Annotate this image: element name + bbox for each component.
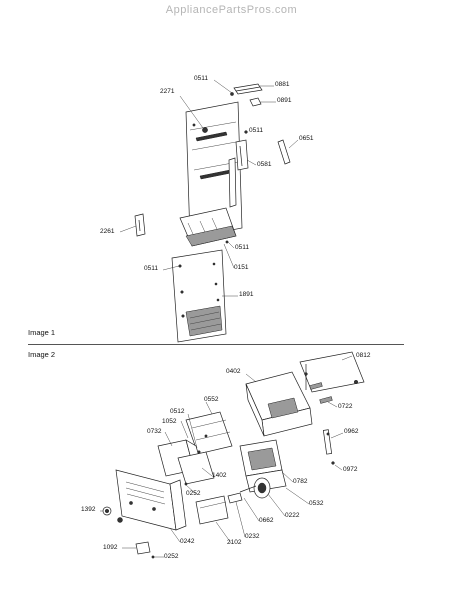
label-0662: 0662 <box>259 517 274 524</box>
part-0151-chute <box>179 207 237 247</box>
part-0881-bracket <box>233 83 263 95</box>
part-0812-bracket <box>299 351 365 393</box>
label-0512: 0512 <box>170 408 185 415</box>
label-2271: 2271 <box>160 88 175 95</box>
part-0722-springs <box>309 382 333 404</box>
screw-0511-mid <box>244 130 248 134</box>
label-0581: 0581 <box>257 161 272 168</box>
screw-0252-mid <box>184 482 188 486</box>
part-1891-panel <box>171 249 227 343</box>
label-1092: 1092 <box>103 544 118 551</box>
screw-0972 <box>331 461 335 465</box>
part-0651-strip <box>277 139 291 165</box>
section-label-image1: Image 1 <box>28 328 56 337</box>
part-1092-clip <box>135 541 155 559</box>
image1-leaders <box>119 79 299 297</box>
part-0242-grille <box>115 469 187 531</box>
part-0232-block <box>227 492 243 504</box>
label-0732: 0732 <box>147 428 162 435</box>
label-0881: 0881 <box>275 81 290 88</box>
label-0402: 0402 <box>226 368 241 375</box>
label-0242: 0242 <box>180 538 195 545</box>
label-2102: 2102 <box>227 539 242 546</box>
label-0722: 0722 <box>338 403 353 410</box>
label-1891: 1891 <box>239 291 254 298</box>
part-1402-frame <box>177 451 215 485</box>
label-0232: 0232 <box>245 533 260 540</box>
label-0552: 0552 <box>204 396 219 403</box>
screw-0512 <box>197 450 201 454</box>
label-0252-mid: 0252 <box>186 490 201 497</box>
label-0252-low: 0252 <box>164 553 179 560</box>
part-2261-clip <box>134 213 146 237</box>
part-0402-housing <box>245 371 313 437</box>
screw-0511-top <box>230 92 234 96</box>
label-0962: 0962 <box>344 428 359 435</box>
part-0222-motor <box>239 477 271 499</box>
part-2102-tray <box>195 495 229 525</box>
label-0511-top: 0511 <box>194 75 208 82</box>
label-0891: 0891 <box>277 97 292 104</box>
part-0552-frame <box>185 411 233 455</box>
label-0651: 0651 <box>299 135 314 142</box>
label-0511-low: 0511 <box>235 244 249 251</box>
part-0581-bracket <box>235 139 249 171</box>
part-1392-knob <box>102 506 123 523</box>
label-0511-mid: 0511 <box>249 127 263 134</box>
site-watermark: AppliancePartsPros.com <box>165 4 298 16</box>
label-0782: 0782 <box>293 478 308 485</box>
label-1052: 1052 <box>162 418 177 425</box>
label-0222: 0222 <box>285 512 300 519</box>
label-0511-left: 0511 <box>144 265 158 272</box>
label-2261: 2261 <box>100 228 115 235</box>
image2-leaders <box>100 355 353 558</box>
part-0891-block <box>249 97 262 107</box>
section-divider <box>28 344 404 345</box>
part-side-rail <box>228 157 237 208</box>
label-0972: 0972 <box>343 466 358 473</box>
label-0151: 0151 <box>234 264 249 271</box>
label-1402: 1402 <box>212 472 227 479</box>
label-0812: 0812 <box>356 352 371 359</box>
section-label-image2: Image 2 <box>28 350 56 359</box>
label-0532: 0532 <box>309 500 324 507</box>
part-2271-panel <box>185 101 243 239</box>
part-0962-latch <box>322 429 333 455</box>
label-1392: 1392 <box>81 506 96 513</box>
